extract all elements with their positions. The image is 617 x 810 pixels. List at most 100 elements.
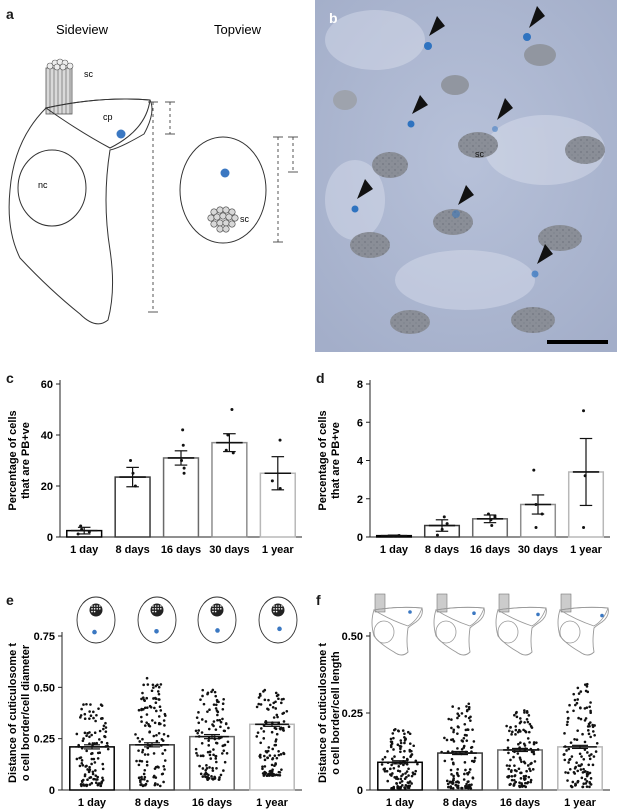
data-point <box>275 713 279 717</box>
data-point <box>523 784 526 788</box>
data-point <box>408 748 412 752</box>
bar <box>249 723 295 791</box>
y-axis-title-line1: Distance of cuticulosome t <box>7 643 19 783</box>
data-point <box>568 757 572 761</box>
data-point <box>256 731 260 734</box>
data-point <box>89 714 93 717</box>
data-point <box>275 756 279 760</box>
data-point <box>145 763 149 767</box>
data-point <box>565 723 569 727</box>
mini-cilia-dot <box>214 608 217 610</box>
mini-cilia-dot <box>99 605 101 607</box>
data-point <box>214 707 218 710</box>
data-point <box>263 772 266 776</box>
data-point <box>215 703 218 707</box>
data-point <box>395 781 398 785</box>
data-point <box>412 744 416 748</box>
data-point <box>161 739 165 742</box>
data-point <box>217 778 221 781</box>
data-point <box>523 729 527 733</box>
data-point <box>141 750 144 754</box>
data-point <box>533 760 537 763</box>
data-point <box>263 698 267 702</box>
data-point <box>577 716 580 720</box>
data-point <box>399 739 403 742</box>
data-point <box>215 766 218 770</box>
data-point <box>92 757 96 761</box>
data-point <box>162 780 165 784</box>
data-point <box>515 715 519 719</box>
data-point <box>154 709 158 713</box>
data-point <box>406 786 410 789</box>
data-point <box>272 773 276 776</box>
data-point <box>463 722 467 726</box>
data-point <box>203 773 206 776</box>
data-point <box>512 755 515 759</box>
data-point <box>162 719 166 722</box>
data-point <box>456 768 459 771</box>
data-point <box>529 762 532 766</box>
data-point <box>528 767 531 771</box>
data-point <box>208 753 212 757</box>
data-point <box>463 772 466 776</box>
data-point <box>452 740 456 743</box>
data-point <box>407 767 410 771</box>
mini-cilia-dot <box>281 605 283 607</box>
data-point <box>140 720 143 723</box>
data-point <box>591 725 595 729</box>
data-point <box>414 759 418 763</box>
topview-cell-outline <box>179 136 267 244</box>
data-point <box>592 755 596 758</box>
data-point <box>465 739 469 742</box>
data-point <box>85 749 88 753</box>
data-point <box>529 778 533 782</box>
data-point <box>214 694 218 698</box>
data-point <box>506 775 510 778</box>
mini-cell-outline <box>258 596 298 644</box>
data-point <box>102 724 106 728</box>
mini-cilia-dot <box>91 610 93 613</box>
data-point <box>280 698 284 701</box>
data-point <box>204 775 208 779</box>
data-point <box>574 703 577 707</box>
data-point <box>575 738 579 742</box>
data-point <box>196 754 199 757</box>
data-point <box>448 781 452 784</box>
data-point <box>81 763 85 767</box>
mini-nucleus-outline <box>373 620 395 644</box>
y-tick-label: 6 <box>357 417 363 429</box>
data-point <box>163 748 167 752</box>
data-point <box>393 755 396 758</box>
data-point <box>225 751 229 755</box>
data-point <box>80 779 84 783</box>
data-point <box>93 761 97 764</box>
data-point <box>157 692 161 696</box>
data-point <box>219 720 223 724</box>
panel-f-cell-icons <box>371 593 609 656</box>
x-tick-label: 30 days <box>518 544 558 556</box>
data-point <box>513 713 516 717</box>
data-point <box>143 724 147 727</box>
data-point <box>566 779 569 782</box>
data-point <box>277 697 280 701</box>
data-point <box>137 749 140 752</box>
data-point <box>468 785 472 789</box>
x-tick-label: 8 days <box>115 544 149 556</box>
data-point <box>467 707 471 711</box>
data-point <box>571 780 575 784</box>
data-point <box>450 773 453 776</box>
data-point <box>205 772 209 776</box>
data-point <box>513 774 517 777</box>
data-point <box>443 759 447 763</box>
data-point <box>206 691 210 695</box>
mini-cuticulosome-dot <box>215 628 220 633</box>
data-point <box>134 733 137 736</box>
data-point <box>140 715 143 719</box>
data-point <box>563 758 567 762</box>
bar <box>162 457 200 538</box>
data-point <box>279 726 283 729</box>
data-point <box>215 698 219 702</box>
data-point <box>589 777 593 780</box>
data-point <box>443 736 446 740</box>
mini-cilia-dot <box>154 608 157 610</box>
